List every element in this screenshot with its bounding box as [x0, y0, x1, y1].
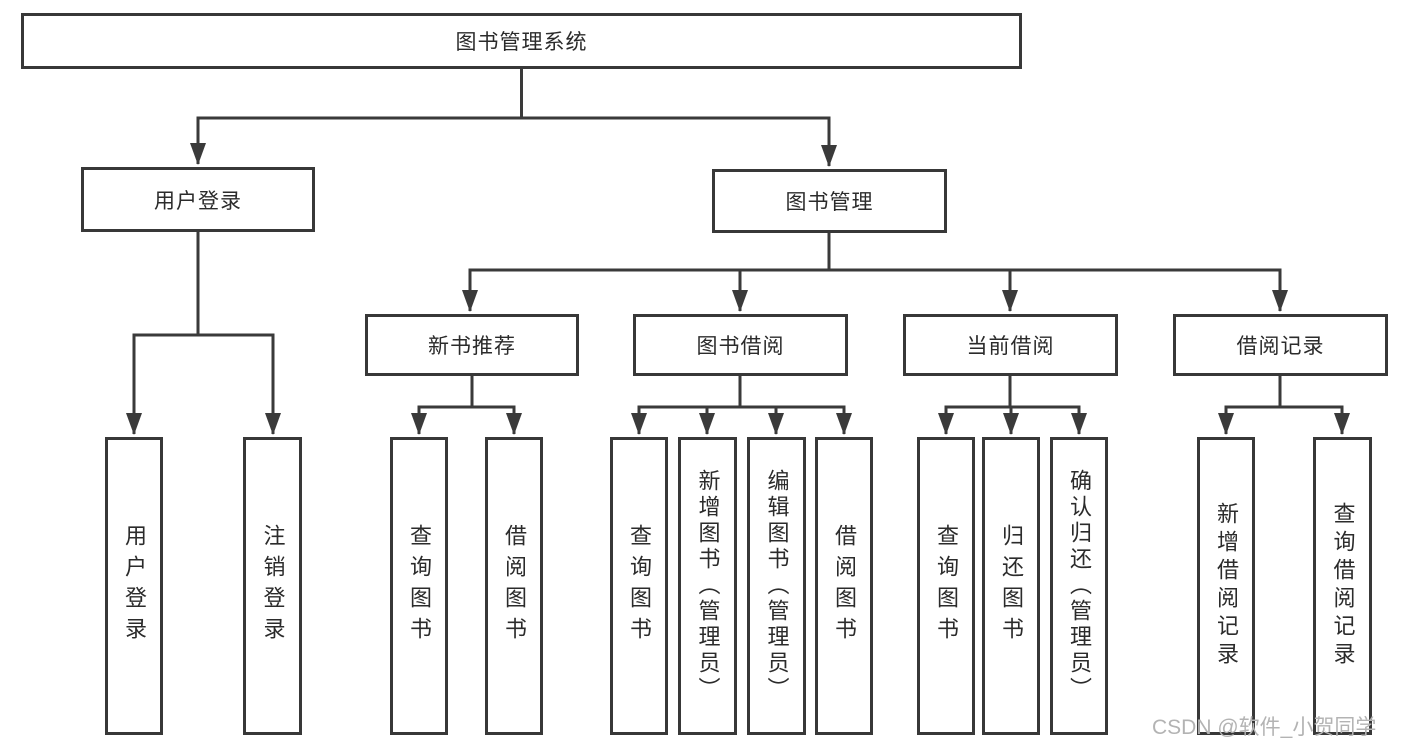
leaf-current-confirm-return-admin: 确认归还（管理员）	[1050, 437, 1108, 735]
connector-user-login-to-leaves	[126, 232, 281, 435]
csdn-watermark: CSDN @软件_小贺同学	[1152, 716, 1377, 739]
leaf-borrow-add-book-admin: 新增图书（管理员）	[678, 437, 737, 735]
leaf-user-login: 用户登录	[105, 437, 163, 735]
leaf-records-query-record: 查询借阅记录	[1313, 437, 1372, 735]
leaf-borrow-borrow-books-label: 借阅图书	[832, 524, 857, 648]
connector-book-management-to-level3	[462, 233, 1288, 312]
connector-root-to-level2	[190, 68, 837, 167]
node-book-borrow: 图书借阅	[633, 314, 848, 376]
leaf-newbook-query-books: 查询图书	[390, 437, 448, 735]
leaf-logout-label: 注销登录	[260, 524, 286, 648]
connector-book-borrow-to-leaves	[631, 374, 852, 435]
leaf-user-login-label: 用户登录	[122, 524, 147, 648]
leaf-borrow-borrow-books: 借阅图书	[815, 437, 873, 735]
node-root-system: 图书管理系统	[21, 13, 1022, 69]
connector-borrow-records-to-leaves	[1218, 376, 1350, 435]
node-current-borrow: 当前借阅	[903, 314, 1118, 376]
leaf-records-query-record-label: 查询借阅记录	[1330, 502, 1356, 670]
leaf-newbook-borrow-books-label: 借阅图书	[502, 524, 527, 648]
leaf-borrow-query-books-label: 查询图书	[627, 524, 652, 648]
leaf-current-confirm-return-admin-label: 确认归还（管理员）	[1067, 469, 1092, 703]
leaf-current-query-books-label: 查询图书	[934, 524, 959, 648]
leaf-current-return-books-label: 归还图书	[999, 524, 1024, 648]
leaf-borrow-edit-book-admin-label: 编辑图书（管理员）	[764, 469, 790, 703]
leaf-current-query-books: 查询图书	[917, 437, 975, 735]
node-book-management: 图书管理	[712, 169, 947, 233]
connector-new-book-to-leaves	[411, 376, 522, 435]
leaf-borrow-edit-book-admin: 编辑图书（管理员）	[747, 437, 806, 735]
node-borrow-records: 借阅记录	[1173, 314, 1388, 376]
leaf-current-return-books: 归还图书	[982, 437, 1040, 735]
leaf-borrow-add-book-admin-label: 新增图书（管理员）	[695, 469, 721, 703]
node-user-login: 用户登录	[81, 167, 315, 232]
leaf-newbook-borrow-books: 借阅图书	[485, 437, 543, 735]
leaf-borrow-query-books: 查询图书	[610, 437, 668, 735]
leaf-records-add-record: 新增借阅记录	[1197, 437, 1255, 735]
leaf-newbook-query-books-label: 查询图书	[407, 524, 432, 648]
connector-current-borrow-to-leaves	[938, 376, 1087, 435]
leaf-records-add-record-label: 新增借阅记录	[1214, 502, 1239, 670]
node-new-book-recommend: 新书推荐	[365, 314, 579, 376]
leaf-logout: 注销登录	[243, 437, 302, 735]
